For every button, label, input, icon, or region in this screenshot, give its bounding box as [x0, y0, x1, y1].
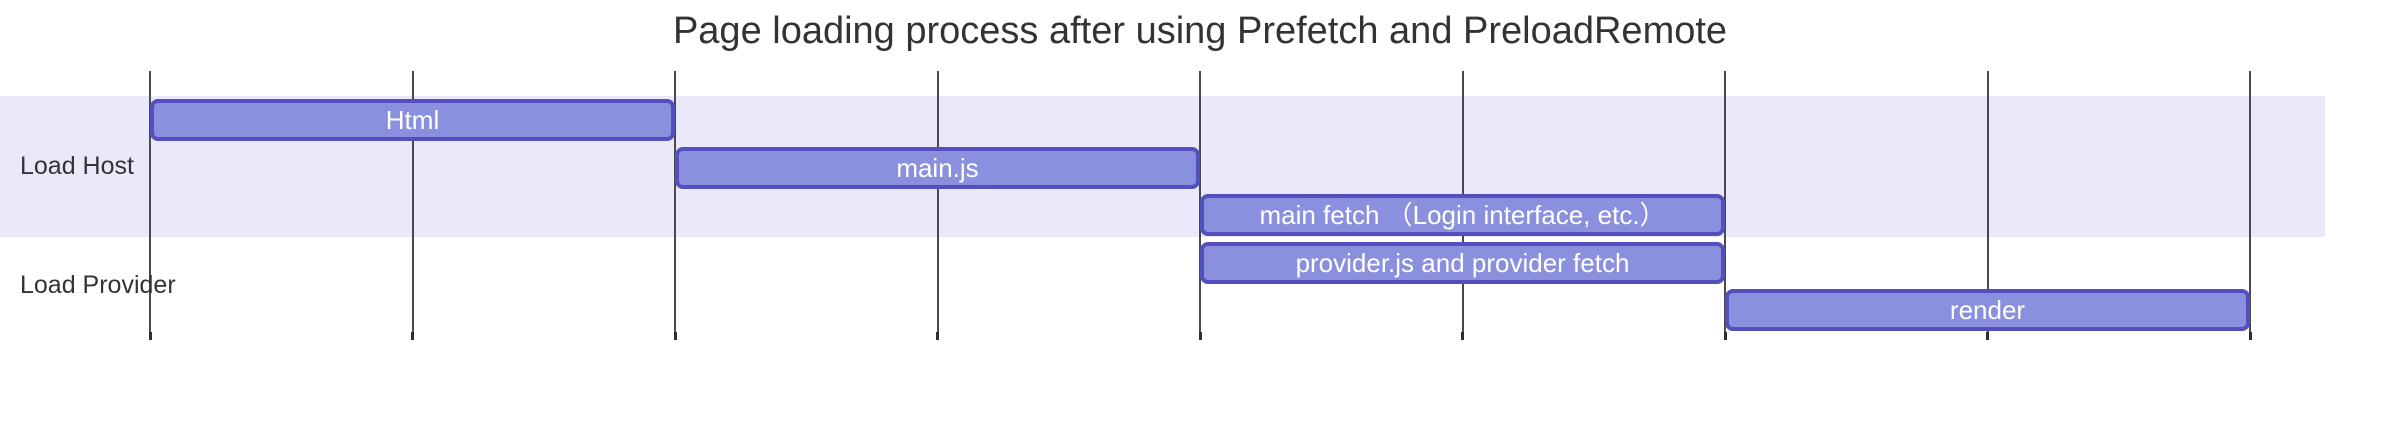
- section-label: Load Provider: [20, 270, 176, 299]
- grid-line: [1724, 71, 1726, 340]
- axis-tick: [411, 332, 414, 340]
- axis-tick: [2248, 332, 2252, 340]
- section-label: Load Host: [20, 151, 134, 180]
- grid-line: [674, 71, 676, 340]
- task-bar: main fetch （Login interface, etc.）: [1200, 194, 1725, 237]
- task-bar: Html: [150, 99, 675, 141]
- axis-tick: [1723, 332, 1727, 340]
- grid-line: [1986, 71, 1989, 340]
- task-bar: render: [1725, 289, 2250, 332]
- task-bar: provider.js and provider fetch: [1200, 241, 1725, 284]
- chart-title: Page loading process after using Prefetc…: [672, 10, 1728, 52]
- axis-tick: [673, 332, 677, 340]
- axis-tick: [1986, 332, 1989, 340]
- axis-tick: [1461, 332, 1464, 340]
- axis-tick: [148, 332, 152, 340]
- axis-tick: [936, 332, 939, 340]
- grid-line: [2249, 71, 2251, 340]
- grid-line: [411, 71, 414, 340]
- grid-line: [936, 71, 939, 340]
- task-bar: main.js: [675, 146, 1200, 189]
- axis-tick: [1198, 332, 1202, 340]
- grid-line: [149, 71, 151, 340]
